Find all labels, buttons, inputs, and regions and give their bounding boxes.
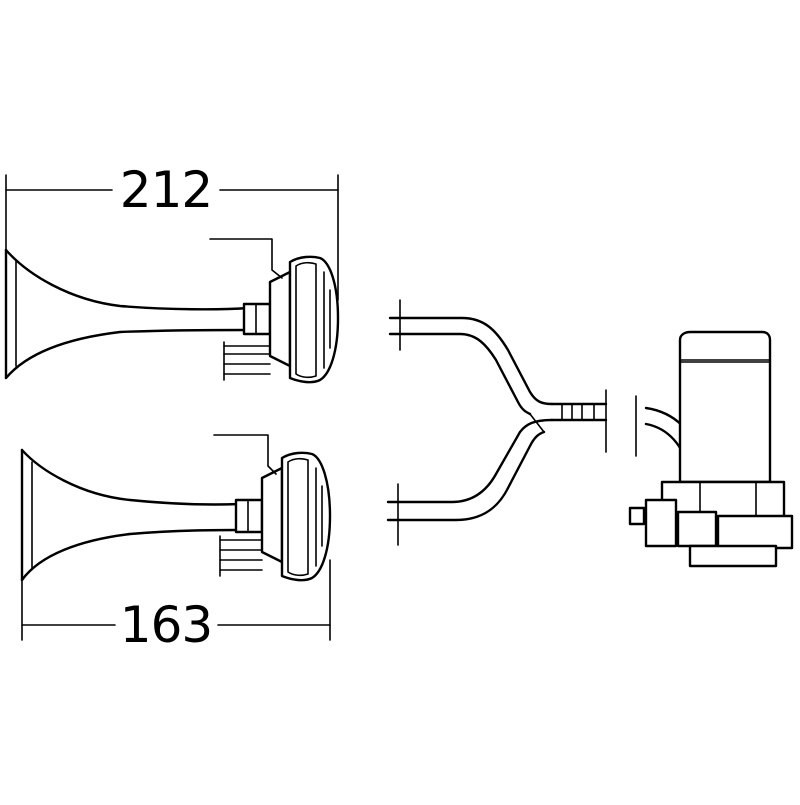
compressor — [628, 330, 794, 568]
dimension-212: 212 — [5, 161, 339, 301]
lower-horn — [20, 434, 332, 582]
dimension-label-163: 163 — [120, 596, 212, 654]
upper-horn — [4, 238, 340, 384]
y-hose — [386, 299, 637, 546]
dimension-163: 163 — [21, 559, 331, 654]
dimension-label-212: 212 — [120, 161, 212, 219]
